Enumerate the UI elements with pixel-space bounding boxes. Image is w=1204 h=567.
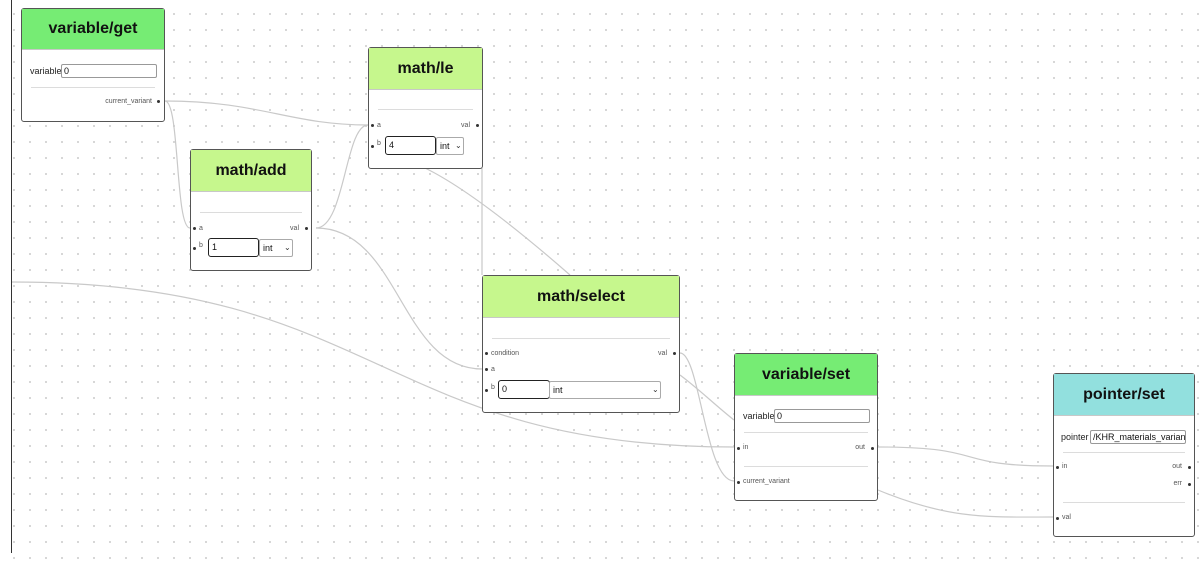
port-in-a: a	[199, 225, 203, 232]
port-out-current-variant: current_variant	[105, 98, 152, 105]
node-title: math/select	[483, 276, 679, 318]
node-math-le[interactable]: math/le a val b 4 int ⌄	[368, 47, 483, 169]
port-out-val: val	[461, 122, 470, 129]
port-in-a: a	[491, 366, 495, 373]
node-math-add[interactable]: math/add a val b 1 int ⌄	[190, 149, 312, 271]
chevron-down-icon: ⌄	[284, 243, 291, 252]
input-socket-b[interactable]	[371, 145, 374, 148]
b-value-input[interactable]: 4	[385, 136, 436, 155]
node-title: pointer/set	[1054, 374, 1194, 416]
input-socket-in[interactable]	[1056, 466, 1059, 469]
port-in-a: a	[377, 122, 381, 129]
node-title: variable/get	[22, 9, 164, 50]
b-value-input[interactable]: 0	[498, 380, 550, 399]
variable-label: variable	[743, 411, 775, 421]
port-in-current-variant: current_variant	[743, 478, 790, 485]
separator	[492, 338, 670, 339]
port-out-out: out	[1172, 463, 1182, 470]
port-out-out: out	[855, 444, 865, 451]
b-type-value: int	[440, 141, 450, 151]
chevron-down-icon: ⌄	[652, 385, 659, 394]
node-title: variable/set	[735, 354, 877, 396]
input-socket-b[interactable]	[485, 389, 488, 392]
input-socket-current-variant[interactable]	[737, 481, 740, 484]
port-in-in: in	[1062, 463, 1068, 470]
node-variable-get[interactable]: variable/get variable 0 current_variant	[21, 8, 165, 122]
node-title: math/add	[191, 150, 311, 192]
separator	[378, 109, 473, 110]
separator	[1063, 452, 1185, 453]
b-type-value: int	[263, 243, 273, 253]
pointer-label: pointer	[1061, 432, 1089, 442]
separator	[744, 432, 868, 433]
b-type-value: int	[553, 385, 563, 395]
output-socket-err[interactable]	[1188, 483, 1191, 486]
b-type-select[interactable]: int	[436, 137, 464, 155]
variable-label: variable	[30, 66, 62, 76]
output-socket[interactable]	[476, 124, 479, 127]
port-in-in: in	[743, 444, 749, 451]
output-socket[interactable]	[305, 227, 308, 230]
port-in-condition: condition	[491, 350, 520, 357]
variable-input[interactable]: 0	[61, 64, 157, 78]
output-socket-out[interactable]	[1188, 466, 1191, 469]
panel-divider	[11, 0, 12, 553]
node-variable-set[interactable]: variable/set variable 0 in out current_v…	[734, 353, 878, 501]
port-in-b: b	[199, 242, 203, 249]
b-type-select[interactable]: int	[259, 239, 293, 257]
variable-input[interactable]: 0	[774, 409, 870, 423]
port-out-val: val	[658, 350, 667, 357]
port-out-val: val	[290, 225, 299, 232]
input-socket-a[interactable]	[371, 124, 374, 127]
port-in-val: val	[1062, 514, 1071, 521]
separator	[31, 87, 155, 88]
node-pointer-set[interactable]: pointer/set pointer /KHR_materials_varia…	[1053, 373, 1195, 537]
output-socket[interactable]	[157, 100, 160, 103]
node-title: math/le	[369, 48, 482, 90]
input-socket-b[interactable]	[193, 247, 196, 250]
chevron-down-icon: ⌄	[455, 141, 462, 150]
port-out-err: err	[1173, 480, 1182, 487]
separator	[744, 466, 868, 467]
pointer-input[interactable]: /KHR_materials_variants	[1090, 430, 1186, 444]
input-socket-val[interactable]	[1056, 517, 1059, 520]
separator	[1063, 502, 1185, 503]
b-value-input[interactable]: 1	[208, 238, 259, 257]
output-socket[interactable]	[871, 447, 874, 450]
port-in-b: b	[491, 384, 495, 391]
input-socket-a[interactable]	[485, 368, 488, 371]
node-math-select[interactable]: math/select condition val a b 0 int ⌄	[482, 275, 680, 413]
input-socket-condition[interactable]	[485, 352, 488, 355]
output-socket[interactable]	[673, 352, 676, 355]
input-socket-in[interactable]	[737, 447, 740, 450]
b-type-select[interactable]: int	[549, 381, 661, 399]
separator	[200, 212, 302, 213]
input-socket-a[interactable]	[193, 227, 196, 230]
port-in-b: b	[377, 140, 381, 147]
